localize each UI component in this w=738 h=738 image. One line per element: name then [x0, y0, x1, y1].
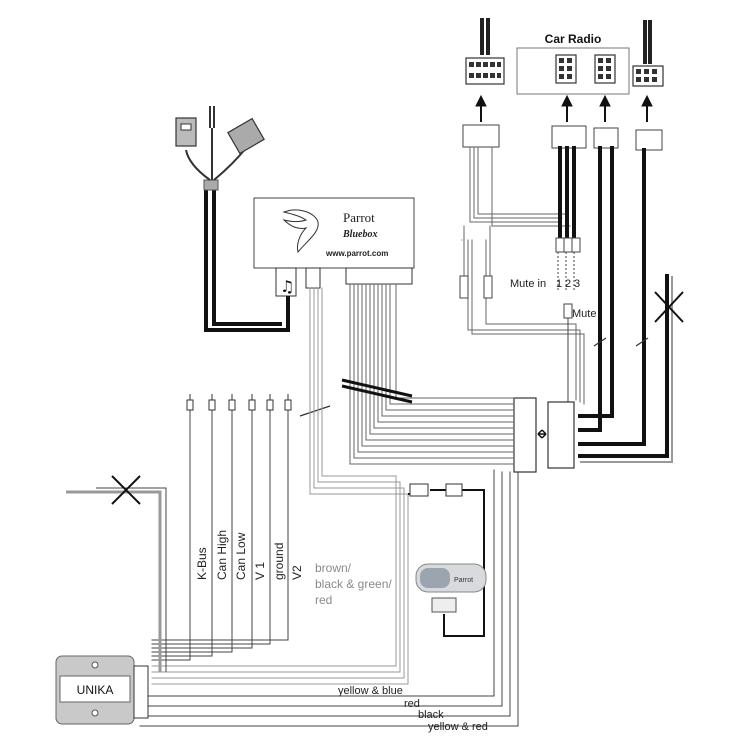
gray-wires-to-unika: [151, 287, 409, 685]
car-radio: Car Radio: [516, 32, 664, 95]
unika-label: UNIKA: [77, 683, 114, 697]
cut-marker-left-icon: [111, 475, 141, 505]
mute-inline-connectors: [459, 237, 581, 319]
main-plug: [513, 397, 575, 473]
vehicle-plug: [465, 18, 505, 85]
gray-wire-note-line: brown/: [315, 561, 352, 575]
bluebox-harness: [349, 283, 515, 465]
bluebox-brand: Parrot: [343, 210, 375, 225]
bluebox-url: www.parrot.com: [325, 249, 388, 258]
mute-wire-bundle: [558, 146, 576, 240]
mounting-hole-icon: [91, 709, 99, 717]
mute-out-label: Mute: [572, 308, 596, 320]
mute-in-label: Mute in: [510, 278, 546, 290]
power-wire-label: red: [404, 698, 420, 710]
power-wires: [139, 469, 519, 727]
mute-in-1: 1: [556, 278, 562, 290]
radio-top-cable-right: [643, 20, 652, 64]
music-note-icon: ♫: [280, 277, 294, 296]
parrot-logo-icon: [282, 209, 319, 254]
cut-car-wires-gray: [580, 276, 673, 463]
cut-car-wires-left: [66, 475, 167, 672]
display-mount-icon: [431, 597, 457, 613]
radio-socket-middle: [594, 54, 616, 84]
mute-in-2: 2: [565, 278, 571, 290]
audio-cable: [175, 106, 290, 332]
bus-wire-terminals: [186, 399, 292, 411]
hatch-marks: [299, 337, 649, 417]
power-wire-label: yellow & red: [428, 721, 488, 733]
bus-wire-label: ground: [272, 543, 286, 580]
radio-socket-right: [632, 65, 664, 87]
radio-socket-left: [555, 54, 577, 84]
mounting-hole-icon: [91, 661, 99, 669]
car-radio-title: Car Radio: [545, 32, 602, 46]
jack-plug-icon: [209, 106, 215, 128]
display-connector: [408, 483, 485, 637]
bus-wire-label: K-Bus: [195, 547, 209, 580]
bus-wires: [151, 409, 289, 661]
bluebox-body: [253, 197, 415, 269]
display-unit-brand: Parrot: [454, 577, 473, 584]
power-wire-label: black: [418, 709, 444, 721]
cut-car-wires: [578, 274, 669, 458]
power-wire-label: yellow & blue: [338, 685, 403, 697]
usb-plug-icon: [175, 117, 197, 147]
bluebox: Parrot Bluebox www.parrot.com ♫: [253, 197, 415, 297]
bus-wire-label: Can High: [215, 530, 229, 580]
bus-wire-label: V 1: [253, 562, 267, 580]
unika-module: UNIKA: [55, 655, 149, 725]
bus-wire-label: Can Low: [234, 532, 248, 580]
bundle-clamp: [341, 378, 413, 404]
bus-wire-terminal-tips: [189, 394, 289, 400]
thick-black-wires: [578, 146, 646, 446]
bus-wire-label: V2: [290, 565, 304, 580]
gray-wire-note-line: black & green/: [315, 577, 392, 591]
mute-in-3: 3: [574, 278, 580, 290]
harness-connectors: [462, 124, 663, 151]
arrow-up-icon: [475, 94, 653, 122]
display-unit: Parrot: [415, 563, 487, 613]
bluebox-model: Bluebox: [342, 229, 377, 240]
gray-wire-note-line: red: [315, 593, 332, 607]
cut-marker-right-icon: [654, 291, 684, 323]
